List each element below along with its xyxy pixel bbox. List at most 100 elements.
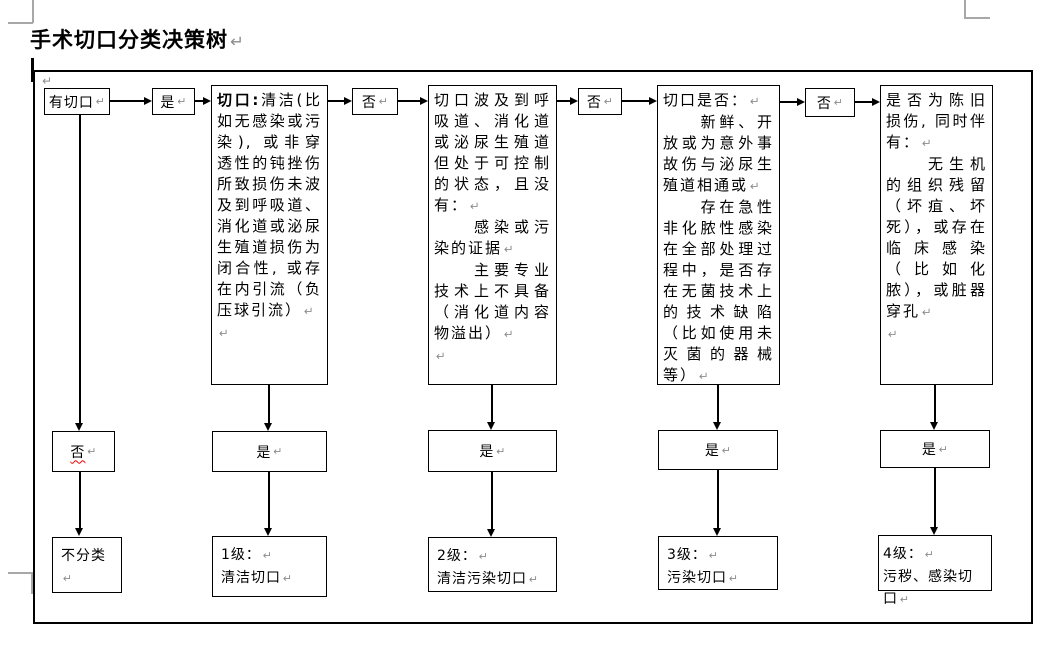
arrow-down [488,472,494,537]
node-no-3[interactable]: 否↵ [805,88,855,117]
crop-mark-top-left-vertical [32,0,34,23]
result-level-1[interactable]: 1级：↵ 清洁切口↵ [212,536,327,597]
arrow-right [195,97,211,104]
paragraph-mark: ↵ [95,95,106,108]
arrow-down [931,468,937,535]
paragraph-mark: ↵ [63,572,73,585]
result-level: 1级： [221,547,261,563]
paragraph-mark: ↵ [42,74,53,88]
paragraph: 新鲜、开放或为意外事故伤与泌尿生殖道相通或↵ [663,112,774,197]
paragraph: 切口波及到呼吸道、消化道或泌尿生殖道但处于可控制的状态，且没有：↵ [434,90,551,217]
paragraph-text: 清洁(比如无感染或污染), 或非穿透性的钝挫伤所致损伤未波及到呼吸道、消化道或泌… [217,91,323,319]
arrow-right [855,98,880,105]
decision-box-3[interactable]: 切口是否：↵ 新鲜、开放或为意外事故伤与泌尿生殖道相通或↵ 存在急性非化脓性感染… [657,85,780,385]
paragraph-mark: ↵ [922,305,932,319]
paragraph-mark: ↵ [436,349,446,363]
paragraph-text: 切口是否： [663,91,749,109]
paragraph-mark: ↵ [900,593,910,606]
node-yes-3[interactable]: 是↵ [658,430,778,470]
arrow-right [328,97,352,104]
node-label: 是 [921,442,937,458]
paragraph-mark: ↵ [470,199,480,213]
paragraph-mark: ↵ [750,94,760,108]
paragraph-mark: ↵ [529,573,539,586]
paragraph-mark: ↵ [496,444,506,458]
paragraph-text: 新鲜、开放或为意外事故伤与泌尿生殖道相通或 [663,113,774,194]
result-level-4[interactable]: 4级：↵ 污秽、感染切口↵ [878,535,992,607]
node-label: 是 [704,443,720,459]
paragraph-mark: ↵ [177,95,187,108]
arrow-right [110,97,152,104]
paragraph-mark: ↵ [708,549,719,562]
paragraph: 不分类↵ [61,545,113,590]
paragraph-mark: ↵ [87,445,97,458]
paragraph-mark: ↵ [924,548,935,561]
node-yes-4[interactable]: 是↵ [880,430,990,468]
arrow-down [714,385,720,430]
paragraph-mark: ↵ [721,443,732,457]
flowchart-canvas-border [33,70,1033,624]
decision-box-2[interactable]: 切口波及到呼吸道、消化道或泌尿生殖道但处于可控制的状态，且没有：↵ 感染或污染的… [428,85,557,385]
paragraph: 污秽、感染切口↵ [883,566,987,611]
paragraph-mark: ↵ [504,242,514,256]
paragraph-mark: ↵ [230,32,244,51]
paragraph-text: 存在急性非化脓性感染在全部处理过程中，是否存在无菌技术上的技术缺陷（比如使用未灭… [663,198,774,384]
paragraph-mark: ↵ [478,550,489,563]
paragraph-text: 是否为陈旧损伤, 同时伴有： [886,91,987,151]
paragraph: 感染或污染的证据↵ [434,217,551,260]
node-no-1[interactable]: 否↵ [352,88,398,115]
page-title-text: 手术切口分类决策树 [30,28,228,52]
paragraph-mark: ↵ [504,327,514,341]
paragraph: 清洁污染切口↵ [437,568,548,591]
node-yes-top[interactable]: 是↵ [152,88,195,115]
crop-mark-top-left-horizontal [8,22,33,24]
result-level-2[interactable]: 2级：↵ 清洁污染切口↵ [428,537,557,592]
node-yes-2[interactable]: 是↵ [428,430,557,472]
result-not-classified[interactable]: 不分类↵ [52,537,122,593]
paragraph-mark: ↵ [378,95,389,108]
arrow-down [265,472,271,536]
paragraph: 切口是否：↵ [663,90,774,112]
paragraph-mark: ↵ [833,96,844,109]
arrow-down [488,385,494,430]
paragraph-mark: ↵ [219,326,229,340]
paragraph-text: 无生机的组织残留（坏疽、坏死），或存在临床感染（比如化脓），或脏器穿孔 [886,155,987,320]
decision-box-1[interactable]: 切口:清洁(比如无感染或污染), 或非穿透性的钝挫伤所致损伤未波及到呼吸道、消化… [211,85,328,385]
arrow-down [931,385,937,430]
paragraph: ↵ [217,322,322,344]
crop-mark-top-right-vertical [964,0,966,18]
result-level-3[interactable]: 3级：↵ 污染切口↵ [658,536,778,590]
paragraph: 污染切口↵ [667,567,769,590]
crop-mark-top-right-horizontal [964,17,990,19]
paragraph: 1级：↵ [221,544,318,567]
paragraph: 3级：↵ [667,544,769,567]
node-no-2[interactable]: 否↵ [578,88,622,115]
node-label: 有切口 [48,94,94,111]
paragraph-mark: ↵ [699,369,709,383]
node-no-branch[interactable]: 否↵ [52,431,115,472]
decision-box-4[interactable]: 是否为陈旧损伤, 同时伴有：↵ 无生机的组织残留（坏疽、坏死），或存在临床感染（… [880,85,993,385]
arrow-right [398,97,428,104]
node-has-incision[interactable]: 有切口↵ [44,88,110,115]
paragraph: 4级：↵ [883,543,987,566]
paragraph: 是否为陈旧损伤, 同时伴有：↵ [886,90,987,154]
node-yes-1[interactable]: 是↵ [212,431,327,472]
result-level: 4级： [883,546,923,562]
node-label: 否 [361,94,377,111]
paragraph: 无生机的组织残留（坏疽、坏死），或存在临床感染（比如化脓），或脏器穿孔↵ [886,154,987,323]
paragraph-mark: ↵ [888,327,898,341]
arrow-right [780,98,805,105]
paragraph-mark: ↵ [750,179,760,193]
result-level: 2级： [437,548,477,564]
crop-mark-bottom-left-horizontal [8,572,32,574]
paragraph-mark: ↵ [304,304,314,318]
paragraph-mark: ↵ [262,549,273,562]
paragraph: 2级：↵ [437,545,548,568]
arrow-down [714,470,720,536]
result-name: 污染切口 [667,570,727,586]
node-label: 否 [586,94,602,111]
paragraph-mark: ↵ [938,442,949,456]
paragraph-mark: ↵ [922,136,932,150]
node-label: 否 [816,95,832,112]
paragraph: 存在急性非化脓性感染在全部处理过程中，是否存在无菌技术上的技术缺陷（比如使用未灭… [663,197,774,387]
